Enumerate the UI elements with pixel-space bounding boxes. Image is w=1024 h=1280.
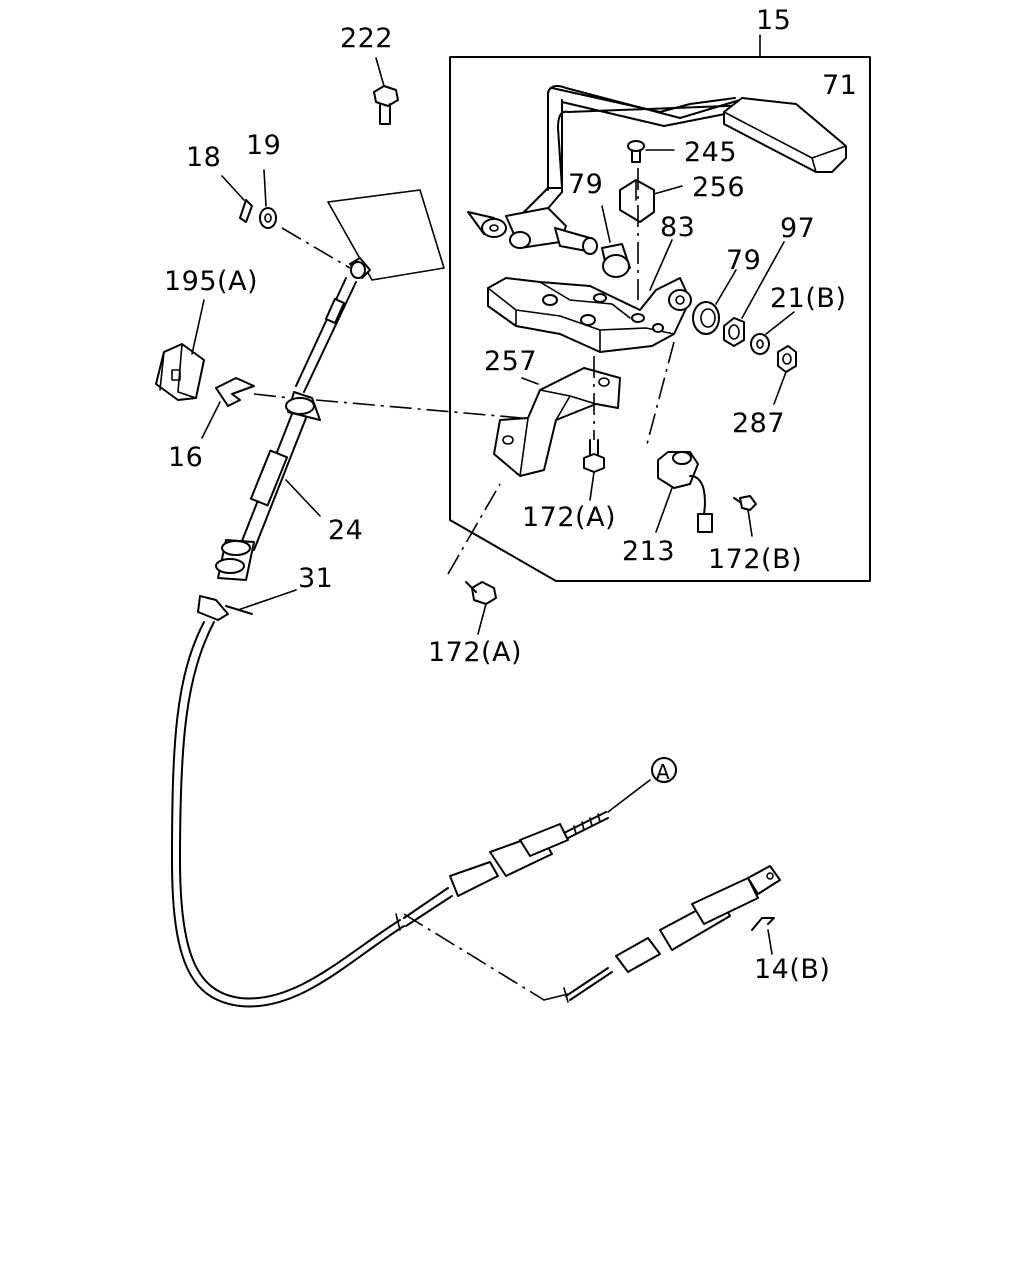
main-bracket-83 [487,277,692,353]
bracket-257 [493,367,621,477]
label-213: 213 [622,536,675,567]
label-172a-outer: 172(A) [428,637,522,668]
pin-18 [239,199,253,223]
label-71: 71 [822,70,857,101]
label-79-right: 79 [726,245,761,276]
label-83: 83 [660,212,695,243]
cable-end-a [403,779,651,927]
label-97: 97 [780,213,815,244]
label-195a: 195(A) [164,266,258,297]
label-222: 222 [340,23,393,54]
bushing-79-right [692,301,720,335]
label-245: 245 [684,137,737,168]
label-31: 31 [298,563,333,594]
lever-handle-71 [519,85,847,221]
guide-parallelogram [327,189,445,281]
cable-end-14b [565,865,781,1001]
washer-21b [750,333,770,355]
label-24: 24 [328,515,363,546]
screw-245 [627,140,645,163]
callout-a [651,757,677,783]
label-a: A [656,760,670,784]
washer-19 [259,207,277,229]
label-18: 18 [186,142,221,173]
bushing-79-left [601,243,631,278]
label-14b: 14(B) [754,954,830,985]
cable-loop [171,621,405,1008]
label-172b: 172(B) [708,544,802,575]
bolt-222 [373,85,399,125]
label-256: 256 [692,172,745,203]
assembly-frame-15 [449,56,871,582]
clip-256 [619,179,655,223]
nut-97 [723,317,745,347]
switch-213 [657,451,713,533]
label-172a-inner: 172(A) [522,502,616,533]
label-19: 19 [246,130,281,161]
label-79-left: 79 [568,169,603,200]
bolt-172a-outer [465,581,497,605]
lever-pivot-pin [467,207,598,255]
bolt-172a-inner [583,439,605,473]
screw-172b [733,495,757,511]
label-21b: 21(B) [770,283,846,314]
label-15: 15 [756,5,791,36]
nut-287 [777,345,797,373]
label-257: 257 [484,346,537,377]
clip-16 [215,377,255,407]
bracket-195a [155,343,205,401]
label-16: 16 [168,442,203,473]
shift-cable-24 [197,257,371,621]
label-287: 287 [732,408,785,439]
